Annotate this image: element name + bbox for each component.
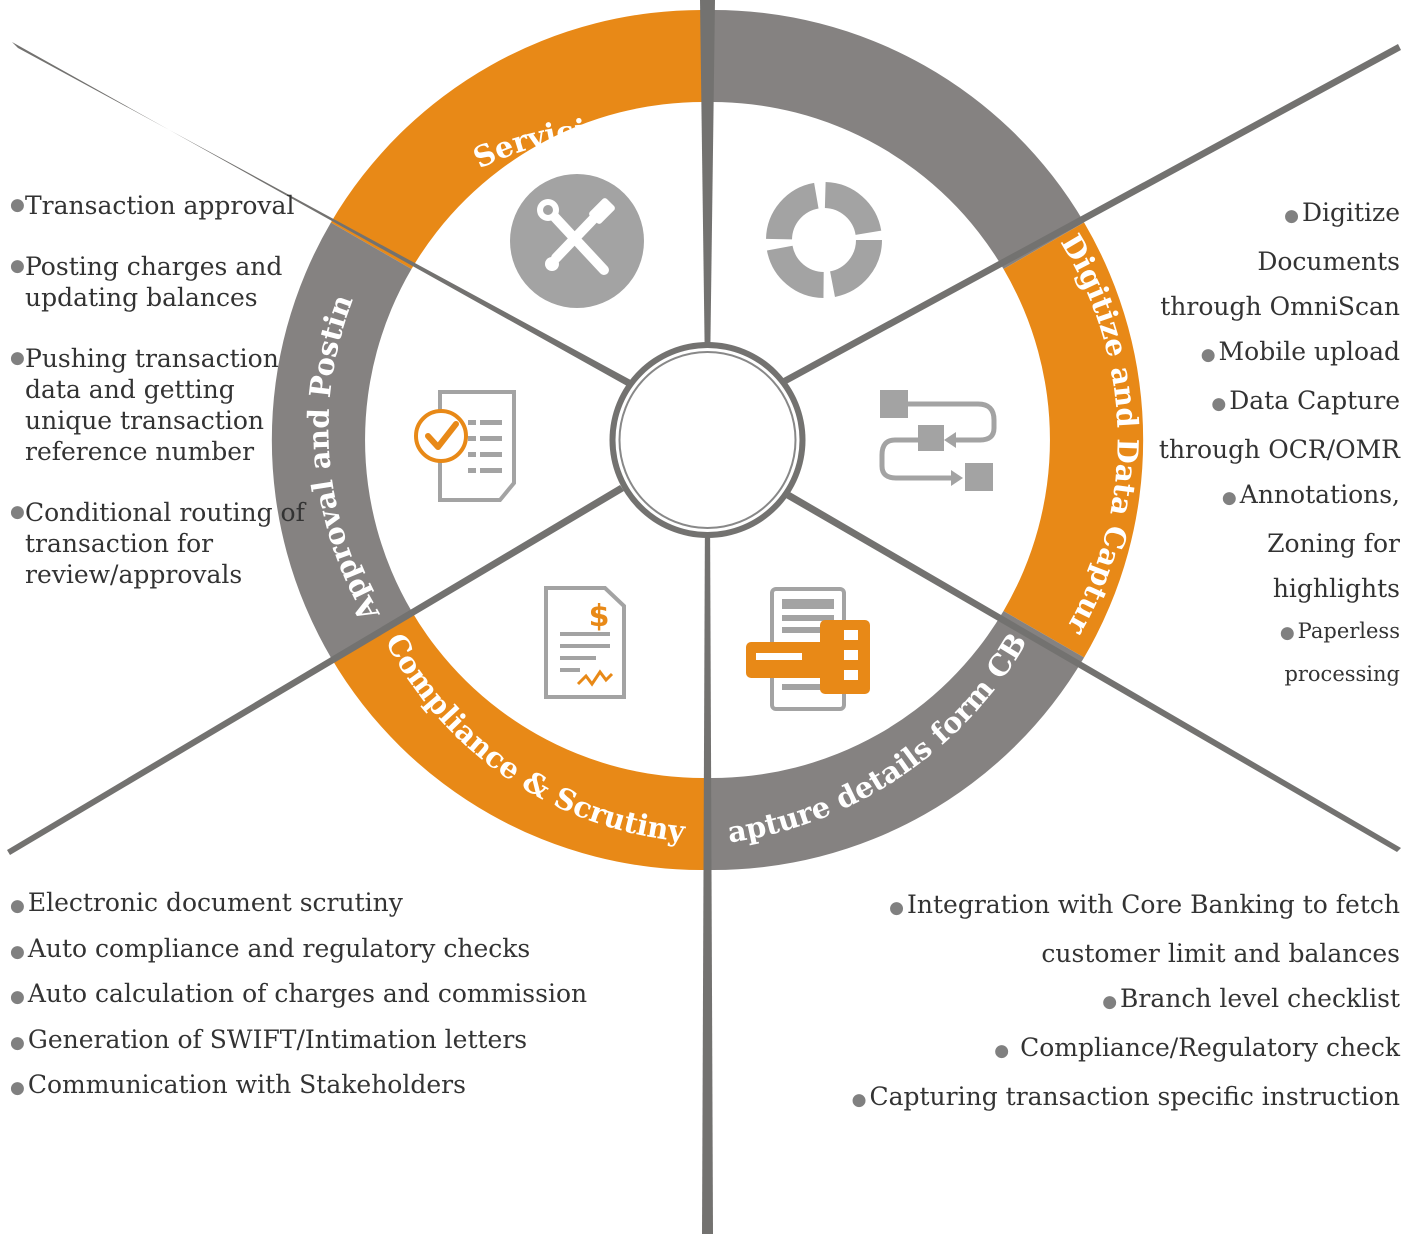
ring-segment-compliance[interactable] xyxy=(330,611,708,871)
list-item-continued: processing xyxy=(1284,662,1400,686)
bullet-dot-icon: ● xyxy=(10,987,25,1007)
scanner-card-icon xyxy=(746,587,870,711)
list-item-continued: through OCR/OMR xyxy=(1158,435,1400,464)
spoke-lower-left xyxy=(7,485,624,855)
list-item: ●Digitize xyxy=(1284,198,1400,227)
ring-segment-digitize[interactable] xyxy=(1003,222,1144,658)
spoke-top xyxy=(700,0,715,375)
list-item: ●Transaction approval xyxy=(10,191,295,220)
list-item: ●Paperless xyxy=(1279,619,1400,643)
wrench-screwdriver-icon xyxy=(510,174,644,308)
bullet-dot-icon: ● xyxy=(10,1032,25,1053)
list-item-continued: Documents xyxy=(1257,247,1400,276)
checklist-document-icon xyxy=(414,390,516,502)
invoice-dollar-icon: $ xyxy=(544,586,626,699)
spoke-upper-right xyxy=(776,44,1401,388)
ring-segment-servicing[interactable] xyxy=(330,9,708,269)
bullet-dot-icon: ● xyxy=(1200,345,1216,365)
flow-process-icon xyxy=(879,390,997,491)
spoke-upper-left xyxy=(12,42,640,391)
list-item: ●Annotations, xyxy=(1221,480,1400,509)
bullet-dot-icon: ● xyxy=(1284,206,1299,226)
capture-bullet-list: ●Integration with Core Banking to fetch … xyxy=(800,882,1400,1123)
ring-segment-capture[interactable] xyxy=(707,611,1085,871)
list-item-continued: through OmniScan xyxy=(1160,292,1400,321)
ring xyxy=(271,9,1144,871)
list-item: ●Branch level checklist xyxy=(1102,984,1400,1013)
bullet-dot-icon: ● xyxy=(1221,488,1237,508)
svg-text:$: $ xyxy=(589,599,610,634)
ring-segment-initiation[interactable] xyxy=(707,9,1085,270)
list-item: ●Mobile upload xyxy=(1200,337,1400,366)
list-item-continued: customer limit and balances xyxy=(1041,939,1400,968)
spoke-bottom xyxy=(702,505,713,1234)
list-item-continued: highlights xyxy=(1272,574,1400,603)
cycle-arrows-icon xyxy=(766,182,882,298)
bullet-dot-icon: ● xyxy=(851,1090,867,1110)
bullet-dot-icon: ● xyxy=(10,896,25,916)
center-hub xyxy=(609,342,806,538)
list-item: ●Integration with Core Banking to fetch xyxy=(889,890,1400,919)
bullet-dot-icon: ● xyxy=(10,941,25,962)
list-item: ●Communication with Stakeholders xyxy=(10,1070,466,1099)
bullet-dot-icon: ● xyxy=(994,1041,1010,1061)
list-item: ●Conditional routing of transaction for … xyxy=(10,498,305,589)
bullet-dot-icon: ● xyxy=(10,502,25,522)
bullet-dot-icon: ● xyxy=(1102,992,1118,1012)
list-item: ●Posting charges and updating balances xyxy=(10,252,283,312)
digitize-bullet-list: ●Digitize Documents through OmniScan ●Mo… xyxy=(1120,190,1400,695)
bullet-dot-icon: ● xyxy=(10,256,25,276)
bullet-dot-icon: ● xyxy=(10,1078,25,1098)
list-item: ●Auto calculation of charges and commiss… xyxy=(10,979,588,1008)
list-item: ●Data Capture xyxy=(1211,386,1400,415)
approval-bullet-list: ●Transaction approval ●Posting charges a… xyxy=(10,190,310,620)
bullet-dot-icon: ● xyxy=(1211,394,1227,414)
list-item: ● Compliance/Regulatory check xyxy=(994,1033,1400,1062)
list-item: ●Electronic document scrutiny xyxy=(10,888,403,917)
bullet-dot-icon: ● xyxy=(889,898,904,918)
list-item-continued: Zoning for xyxy=(1267,529,1400,558)
list-item: ●Generation of SWIFT/Intimation letters xyxy=(10,1024,528,1054)
list-item: ●Pushing transaction data and getting un… xyxy=(10,344,279,466)
bullet-dot-icon: ● xyxy=(10,348,25,368)
list-item: ●Auto compliance and regulatory checks xyxy=(10,933,531,963)
compliance-bullet-list: ●Electronic document scrutiny ●Auto comp… xyxy=(10,882,650,1110)
bullet-dot-icon: ● xyxy=(1279,623,1295,643)
list-item: ●Capturing transaction specific instruct… xyxy=(851,1082,1400,1111)
spoke-lower-right xyxy=(779,488,1401,852)
spokes xyxy=(7,0,1401,1234)
bullet-dot-icon: ● xyxy=(10,195,25,215)
ring-segment-approval[interactable] xyxy=(271,222,412,658)
